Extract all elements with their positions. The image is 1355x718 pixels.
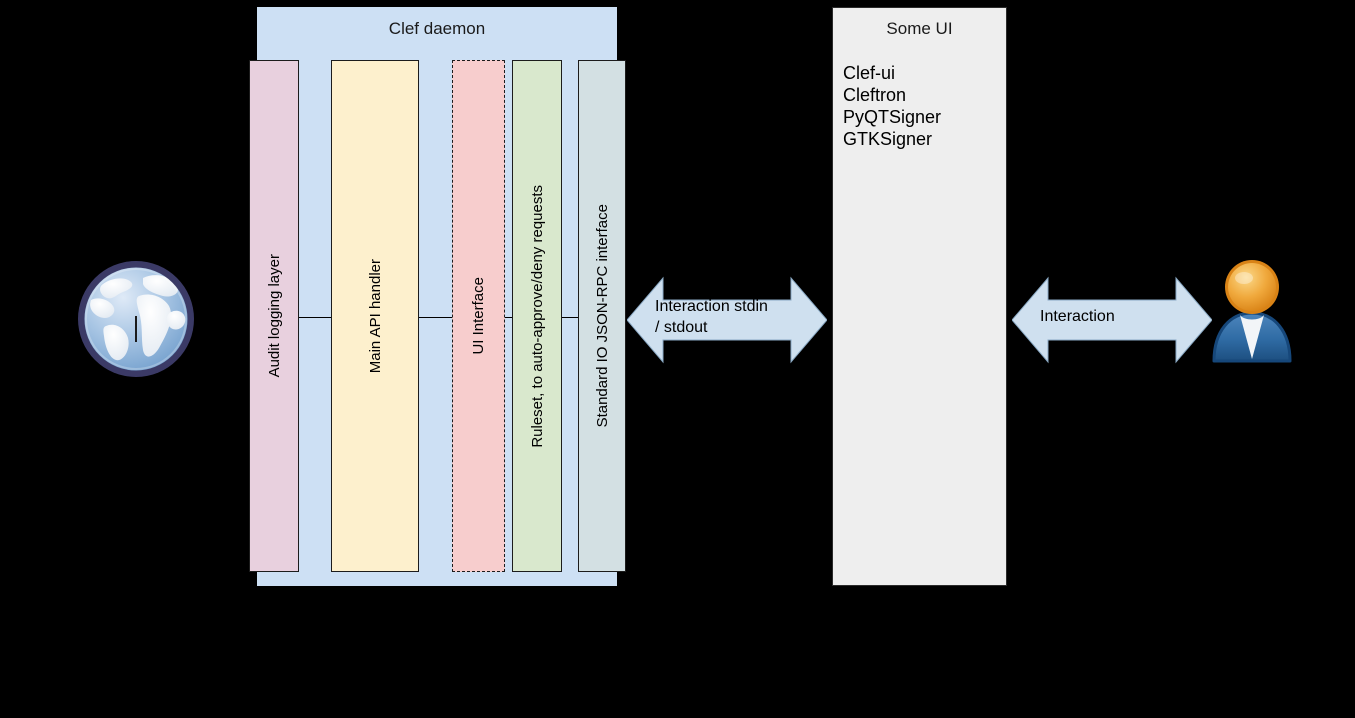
double-arrow-shape [627,276,827,364]
column-audit-logging-layer[interactable]: Audit logging layer [249,60,299,572]
double-arrow-shape [1012,276,1212,364]
some-ui-list: Clef-ui Cleftron PyQTSigner GTKSigner [843,62,1003,150]
list-item: Cleftron [843,85,907,105]
some-ui-title: Some UI [886,19,953,38]
column-standard-io-json-rpc-interface-label: Standard IO JSON-RPC interface [593,204,611,428]
arrow-interaction-stdin-stdout-label: Interaction stdin / stdout [655,298,768,336]
column-main-api-handler-label: Main API handler [366,258,384,374]
clef-daemon-title: Clef daemon [388,19,486,38]
connector-audit-to-api [298,317,332,318]
arrow-interaction-label: Interaction [1040,308,1115,325]
column-main-api-handler[interactable]: Main API handler [331,60,419,572]
column-ui-interface[interactable]: UI Interface [452,60,505,572]
column-ruleset-label: Ruleset, to auto-approve/deny requests [528,184,546,448]
some-ui-panel [832,7,1007,586]
column-standard-io-json-rpc-interface[interactable]: Standard IO JSON-RPC interface [578,60,626,572]
list-item: PyQTSigner [843,107,942,127]
globe-icon [73,256,199,382]
user-icon [1206,255,1298,365]
column-ruleset[interactable]: Ruleset, to auto-approve/deny requests [512,60,562,572]
column-audit-logging-layer-label: Audit logging layer [265,254,283,378]
connector-api-to-ui [418,317,453,318]
arrow-interaction [1012,272,1212,368]
clef-daemon-panel [257,7,617,586]
column-ui-interface-label: UI Interface [470,277,487,355]
connector-ruleset-to-jsonrpc [561,317,579,318]
list-item: GTKSigner [843,129,933,149]
arrow-interaction-stdin-stdout [627,272,827,368]
connector-ui-to-ruleset [504,317,513,318]
list-item: Clef-ui [843,63,896,83]
